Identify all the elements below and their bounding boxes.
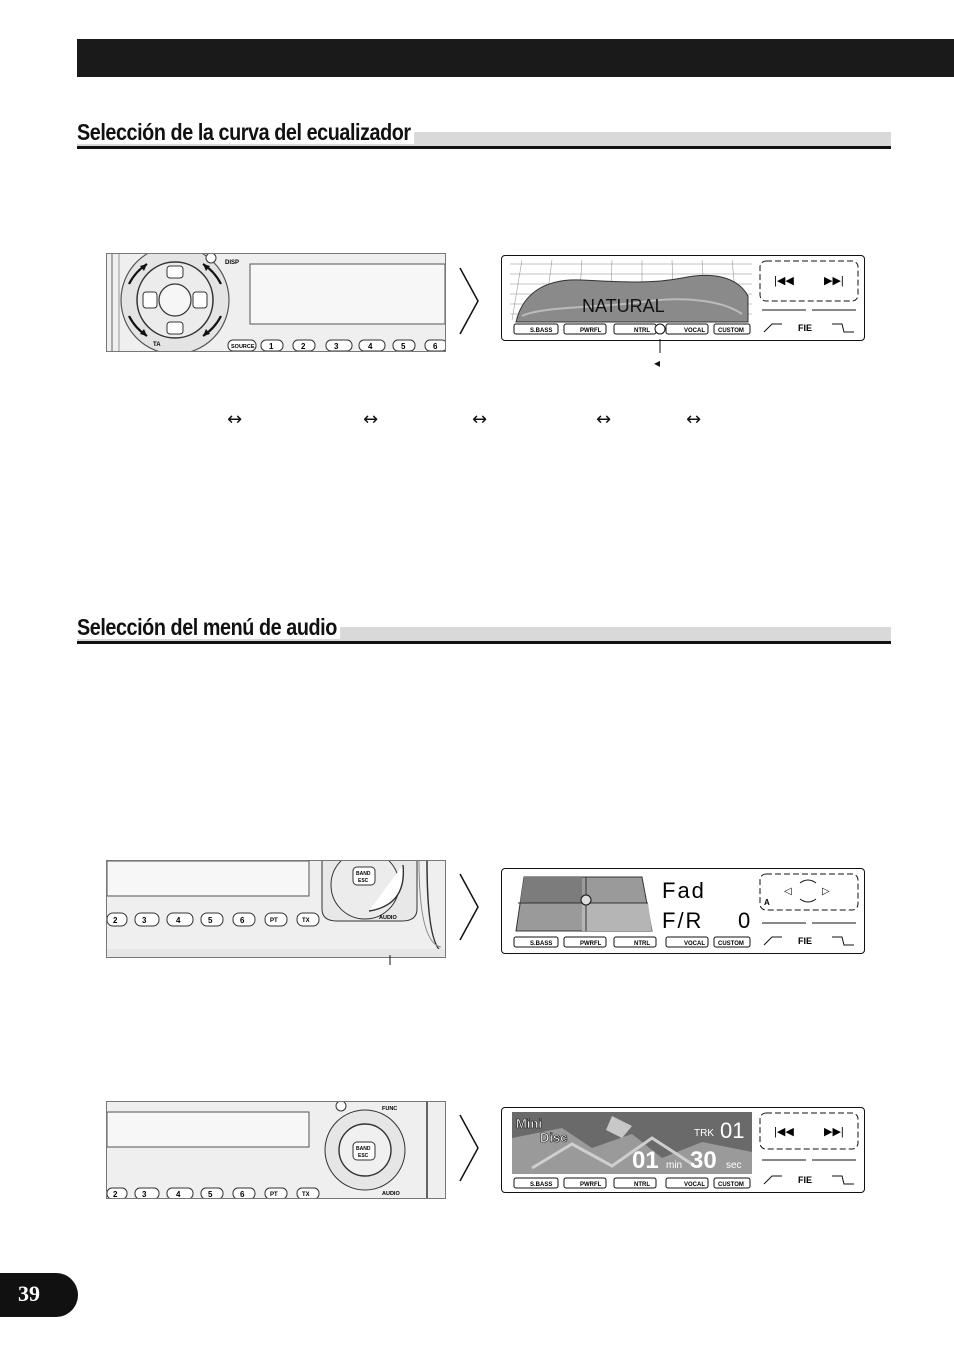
header-bar	[77, 39, 954, 77]
arrow-lr-5: ↔	[686, 409, 702, 430]
fie-label: FIE	[798, 936, 812, 946]
eq-custom: CUSTOM	[718, 941, 744, 947]
section-title-audio-menu: Selección del menú de audio	[77, 616, 891, 644]
preset-5: 5	[401, 342, 406, 351]
next-step-chevron	[459, 1114, 479, 1182]
preset-5: 5	[208, 916, 213, 925]
preset-1: 1	[269, 342, 274, 351]
eq-sbass: S.BASS	[530, 1182, 552, 1188]
fie-label: FIE	[798, 1175, 812, 1185]
eq-ntrl: NTRL	[634, 1182, 650, 1188]
svg-text:▶▶|: ▶▶|	[824, 1126, 844, 1138]
disc-text: Disc	[540, 1130, 567, 1145]
eq-pwrfl: PWRFL	[580, 1182, 602, 1188]
section-title-text: Selección de la curva del ecualizador	[77, 121, 415, 144]
eq-pwrfl: PWRFL	[580, 941, 602, 947]
trk-label: TRK	[694, 1128, 714, 1139]
preset-6: 6	[240, 916, 245, 925]
arrow-lr-3: ↔	[472, 409, 488, 430]
ta-label: TA	[153, 342, 161, 348]
arrow-lr-4: ↔	[596, 409, 612, 430]
corner-label: A	[764, 898, 770, 907]
eq-ntrl: NTRL	[634, 328, 650, 334]
indicator-arrow: ◂	[654, 356, 661, 370]
svg-text:|◀◀: |◀◀	[774, 1126, 794, 1138]
svg-text:▷: ▷	[822, 886, 830, 897]
preset-4: 4	[368, 342, 373, 351]
preset-2: 2	[113, 1190, 118, 1198]
preset-3: 3	[142, 916, 147, 925]
func-label: FUNC	[382, 1106, 397, 1112]
eq-custom: CUSTOM	[718, 328, 744, 334]
preset-3: 3	[142, 1190, 147, 1198]
tx-label: TX	[302, 918, 310, 924]
fie-label: FIE	[798, 323, 812, 333]
min-label: min	[666, 1160, 682, 1171]
svg-text:▶▶|: ▶▶|	[824, 275, 844, 287]
audio-label: AUDIO	[379, 915, 397, 921]
disp-label: DISP	[225, 260, 239, 266]
band-label: BAND	[356, 1146, 371, 1152]
page-number-tab: 39	[0, 1273, 78, 1317]
arrow-lr-1: ↔	[227, 409, 243, 430]
lcd-display-fader: Fad F/R 0 A ◁ ▷ FIE S.BASS PWRFL NTRL VO…	[501, 868, 865, 954]
preset-4: 4	[176, 916, 181, 925]
pt-label: PT	[270, 918, 278, 924]
preset-6: 6	[240, 1190, 245, 1198]
eq-vocal: VOCAL	[684, 941, 705, 947]
next-step-chevron	[459, 873, 479, 941]
lcd-display-natural: NATURAL |◀◀ ▶▶| FIE S.BASS PWRFL NTRL VO…	[501, 255, 865, 341]
source-label: SOURCE	[231, 344, 255, 350]
head-unit-illustration-2: BAND ESC AUDIO 2 3 4 5 6 PT TX	[106, 860, 446, 958]
eq-ntrl: NTRL	[634, 941, 650, 947]
display-fr-text: F/R	[662, 908, 703, 933]
section-title-equalizer: Selección de la curva del ecualizador	[77, 121, 891, 149]
arrow-lr-2: ↔	[363, 409, 379, 430]
esc-label: ESC	[358, 878, 369, 884]
eq-sbass: S.BASS	[530, 941, 552, 947]
preset-2: 2	[301, 342, 306, 351]
eq-pwrfl: PWRFL	[580, 328, 602, 334]
eq-vocal: VOCAL	[684, 328, 705, 334]
seconds-value: 30	[690, 1147, 717, 1174]
preset-3: 3	[334, 342, 339, 351]
head-unit-illustration-3: FUNC BAND ESC AUDIO 2 3 4 5 6 PT TX	[106, 1101, 446, 1199]
sec-label: sec	[726, 1160, 742, 1171]
audio-label: AUDIO	[382, 1191, 400, 1197]
band-label: BAND	[356, 871, 371, 877]
svg-text:|◀◀: |◀◀	[774, 275, 794, 287]
display-fr-value: 0	[738, 908, 750, 933]
preset-4: 4	[176, 1190, 181, 1198]
esc-label: ESC	[358, 1153, 369, 1159]
eq-vocal: VOCAL	[684, 1182, 705, 1188]
lcd-display-minidisc: Mini Disc TRK 01 01 min 30 sec |◀◀ ▶▶| F…	[501, 1107, 865, 1193]
preset-2: 2	[113, 916, 118, 925]
svg-text:◁: ◁	[784, 886, 792, 897]
mini-text: Mini	[516, 1116, 542, 1131]
trk-number: 01	[720, 1118, 744, 1143]
pt-label: PT	[270, 1192, 278, 1198]
preset-5: 5	[208, 1190, 213, 1198]
minutes-value: 01	[632, 1147, 659, 1174]
eq-sbass: S.BASS	[530, 328, 552, 334]
tx-label: TX	[302, 1192, 310, 1198]
eq-custom: CUSTOM	[718, 1182, 744, 1188]
head-unit-illustration-1: DISP TA SOURCE 1 2 3 4 5 6	[106, 253, 446, 352]
section-title-text: Selección del menú de audio	[77, 616, 341, 639]
display-fad-text: Fad	[662, 878, 706, 903]
next-step-chevron	[459, 267, 479, 335]
page-number: 39	[18, 1281, 40, 1306]
display-natural-text: NATURAL	[582, 296, 665, 316]
preset-6: 6	[433, 342, 438, 351]
